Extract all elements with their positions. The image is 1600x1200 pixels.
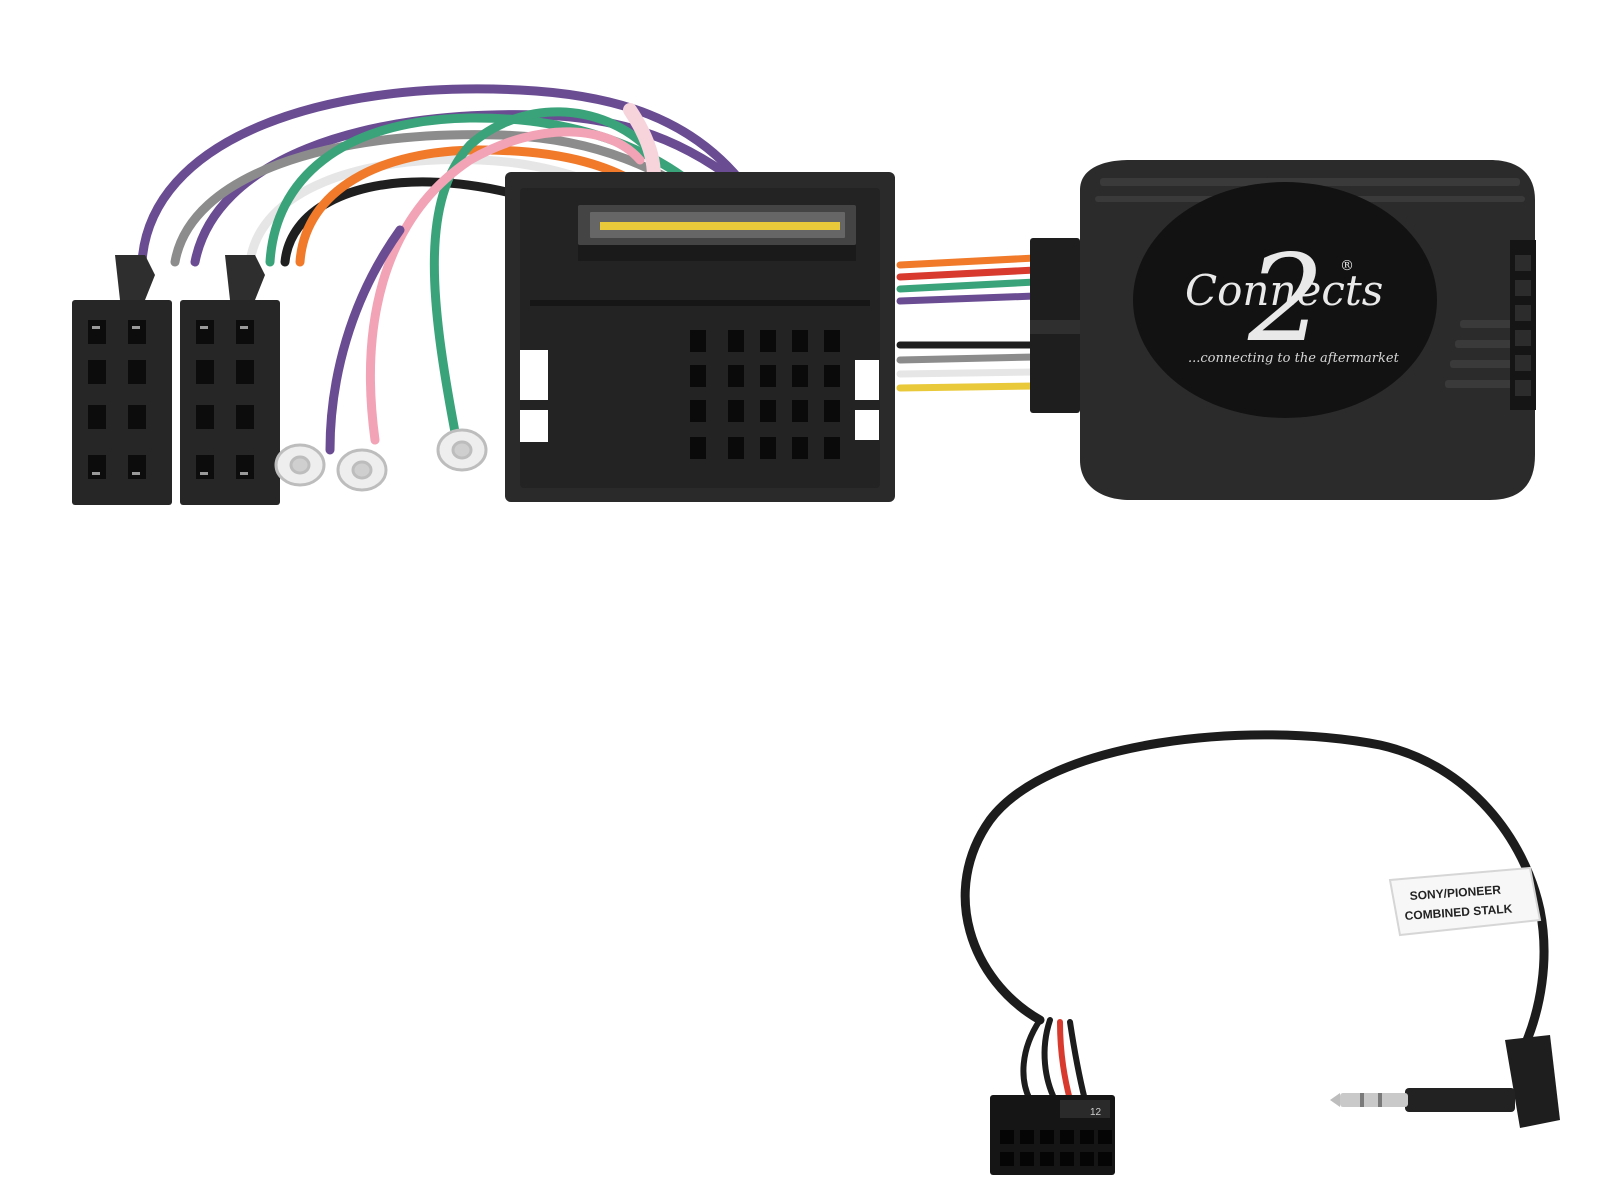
pink-wire	[366, 127, 645, 445]
purple-wire-ring	[325, 225, 405, 455]
iso-connector-right	[180, 255, 280, 505]
cable-label-line1: SONY/PIONEER	[1409, 883, 1501, 903]
brand-tagline: ...connecting to the aftermarket	[1188, 351, 1400, 366]
connector-pins	[690, 330, 840, 459]
module-wires	[896, 254, 1039, 392]
vehicle-connector	[505, 172, 895, 502]
patch-cable	[960, 730, 1549, 1050]
iso-connector-left	[72, 255, 172, 505]
brand-numeral: 2	[1247, 230, 1324, 369]
green-wire-long	[429, 107, 655, 437]
purple-wire	[137, 84, 745, 267]
module-plug	[1030, 238, 1080, 413]
module-badge	[1133, 182, 1437, 418]
wire-loom	[137, 84, 765, 455]
interface-module: 2 Connects ® ...connecting to the afterm…	[1080, 160, 1536, 500]
connector-pin-mark: 12	[1090, 1107, 1102, 1118]
brand-name: Connects	[1185, 266, 1383, 315]
cable-label: SONY/PIONEER COMBINED STALK	[1388, 866, 1542, 937]
registered-mark: ®	[1340, 258, 1354, 274]
audio-jack	[1330, 1035, 1560, 1128]
ring-terminals	[274, 428, 488, 492]
patch-lead: SONY/PIONEER COMBINED STALK 12	[960, 730, 1560, 1175]
